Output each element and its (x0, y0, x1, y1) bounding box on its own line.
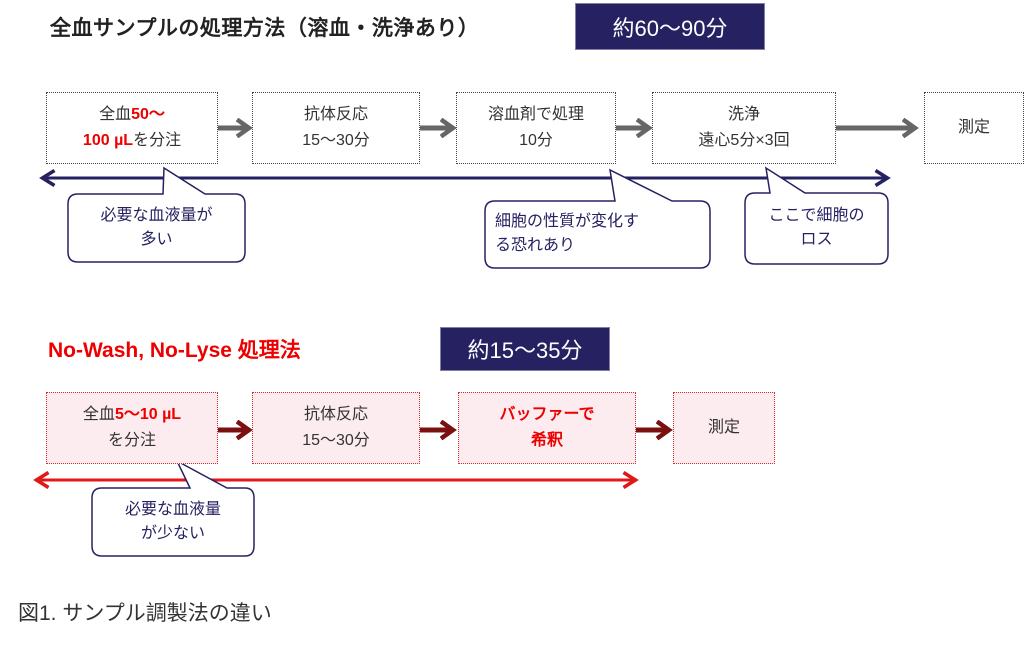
step-dispense-blood-small: 全血5〜10 µL を分注 (46, 392, 218, 464)
callout-bubble (67, 166, 246, 263)
step-measure: 測定 (924, 92, 1024, 164)
callout-line: が少ない (140, 525, 205, 542)
callout-line: 細胞の性質が変化す (495, 213, 640, 230)
step-volume-highlight: 5〜10 µL (114, 406, 182, 423)
step-antibody-reaction: 抗体反応 15〜30分 (252, 92, 420, 164)
callout-cell-property-change: 細胞の性質が変化す る恐れあり (495, 210, 705, 258)
step-text: 抗体反応 (303, 106, 368, 123)
callout-blood-volume-large: 必要な血液量が 多い (68, 204, 245, 252)
callout-line: 多い (140, 231, 173, 248)
section2-title: No-Wash, No-Lyse 処理法 (48, 339, 301, 362)
section1-title: 全血サンプルの処理方法（溶血・洗浄あり） (50, 16, 480, 40)
callout-bubble (91, 459, 255, 557)
step-wash: 洗浄 遠心5分×3回 (652, 92, 836, 164)
step-dispense-blood: 全血50〜 100 µLを分注 (46, 92, 218, 164)
step-text: 洗浄 (727, 106, 760, 123)
section1-time-badge: 約60〜90分 (575, 3, 765, 50)
section2-time-badge: 約15〜35分 (440, 327, 610, 371)
step-lysis: 溶血剤で処理 10分 (456, 92, 616, 164)
callout-bubble (744, 166, 889, 265)
callout-line: ロス (800, 231, 833, 248)
callout-line: 必要な血液量が (100, 207, 213, 224)
callout-blood-volume-small: 必要な血液量 が少ない (92, 498, 254, 546)
step-volume-highlight: 50〜 (131, 106, 165, 123)
step-text: 抗体反応 (303, 406, 368, 423)
callout-line: ここで細胞の (768, 207, 865, 224)
step-measure: 測定 (673, 392, 775, 464)
step-duration: 15〜30分 (302, 432, 370, 449)
step-text: 希釈 (530, 432, 563, 449)
step-text: を分注 (133, 132, 182, 149)
callout-cell-loss: ここで細胞の ロス (745, 204, 888, 252)
step-text: を分注 (107, 432, 156, 449)
figure-caption: 図1. サンプル調製法の違い (18, 602, 272, 625)
callout-line: る恐れあり (495, 237, 576, 254)
step-text: 測定 (707, 419, 740, 436)
step-text: バッファーで (499, 406, 595, 423)
step-text: 測定 (957, 119, 990, 136)
step-text: 溶血剤で処理 (487, 106, 584, 123)
step-antibody-reaction: 抗体反応 15〜30分 (252, 392, 420, 464)
step-text: 全血 (99, 106, 132, 123)
step-duration: 10分 (519, 132, 553, 149)
step-text: 全血 (82, 406, 115, 423)
step-duration: 遠心5分×3回 (698, 132, 790, 149)
step-buffer-dilution: バッファーで 希釈 (458, 392, 636, 464)
callout-line: 必要な血液量 (124, 501, 221, 518)
step-duration: 15〜30分 (302, 132, 370, 149)
callout-bubble (484, 168, 711, 269)
step-volume-highlight: 100 µL (82, 132, 134, 149)
